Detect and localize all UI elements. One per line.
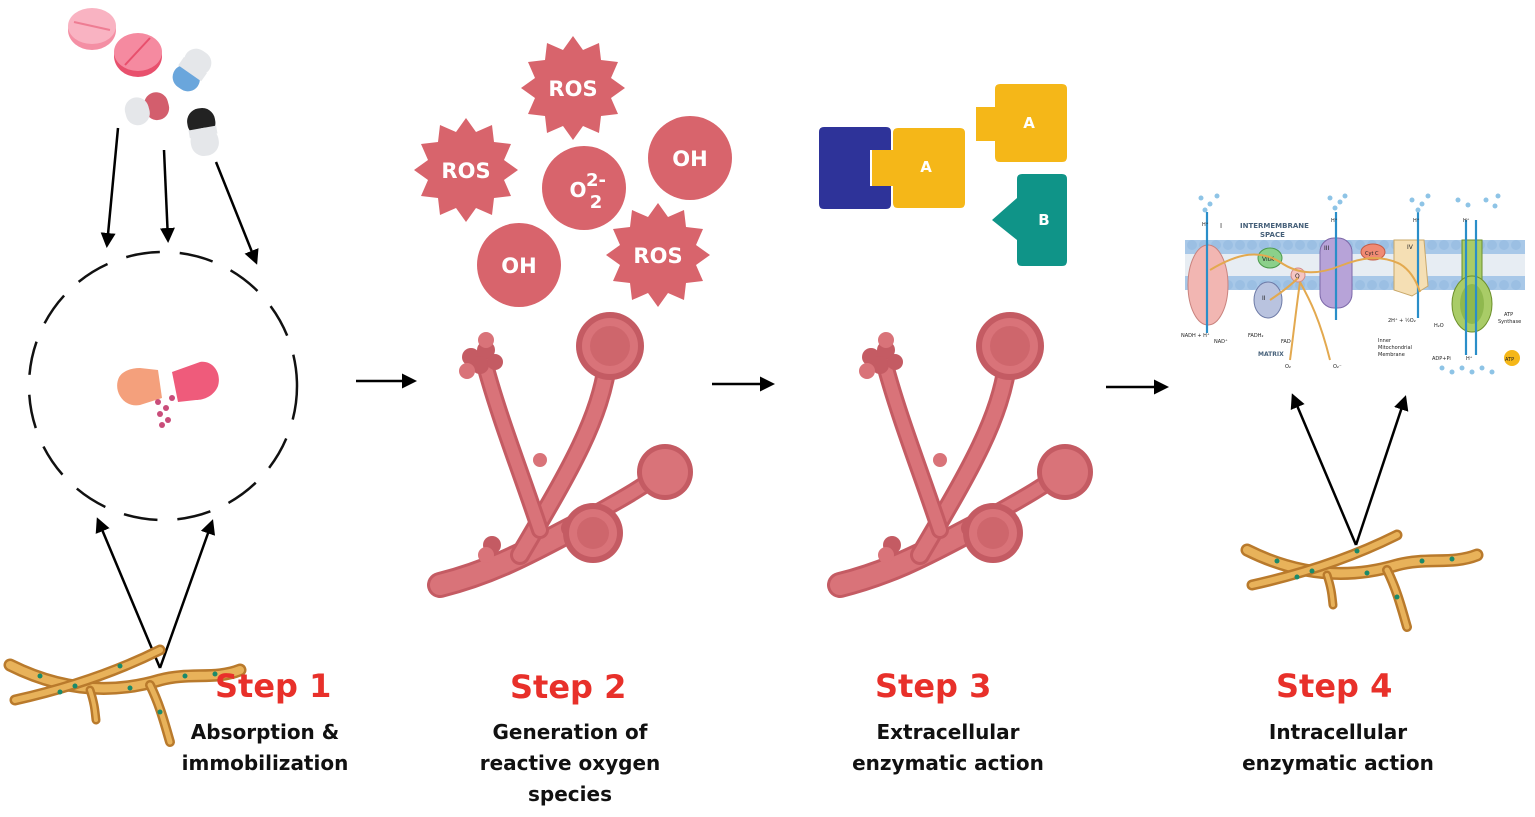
svg-text:2-: 2- <box>586 170 606 191</box>
svg-text:Inner: Inner <box>1378 338 1392 344</box>
svg-text:2H⁺ + ½O₂: 2H⁺ + ½O₂ <box>1388 317 1416 324</box>
step1-title: Step 1 <box>215 667 332 705</box>
svg-text:H⁺: H⁺ <box>1202 222 1209 228</box>
step1-description: Absorption & immobilization <box>181 720 349 775</box>
ros-burst-2: ROS <box>414 118 518 222</box>
svg-text:MATRIX: MATRIX <box>1258 351 1284 358</box>
svg-text:OH: OH <box>672 147 707 171</box>
svg-text:OH: OH <box>501 254 536 278</box>
svg-text:ROS: ROS <box>441 159 490 183</box>
svg-text:O₂: O₂ <box>1285 364 1291 370</box>
svg-text:H⁺: H⁺ <box>1331 218 1338 224</box>
step3-description: Extracellular enzymatic action <box>852 720 1044 775</box>
fungus-icon <box>840 312 1093 585</box>
enzyme-a-bound: A <box>872 128 965 208</box>
enzyme-navy-block <box>819 127 891 209</box>
svg-text:ATP: ATP <box>1505 357 1514 363</box>
svg-text:III: III <box>1324 245 1330 252</box>
enzyme-a-free: A <box>976 84 1067 162</box>
oh-radical-2: OH <box>477 223 561 307</box>
svg-text:INTERMEMBRANE: INTERMEMBRANE <box>1240 222 1309 230</box>
tablet-icon <box>114 33 162 77</box>
svg-text:B: B <box>1038 211 1049 229</box>
svg-text:VitK: VitK <box>1262 256 1275 263</box>
svg-text:A: A <box>920 158 932 176</box>
reactive-species: ROS ROS ROS OH OH O 2- 2 <box>414 36 732 307</box>
tablet-icon <box>68 8 116 50</box>
capsule-icon <box>172 48 212 92</box>
svg-text:I: I <box>1220 222 1222 230</box>
svg-text:O: O <box>569 178 586 202</box>
ros-burst-3: ROS <box>606 203 710 307</box>
svg-text:ROS: ROS <box>633 244 682 268</box>
step4-arrows <box>1290 393 1409 546</box>
capsule-icon <box>124 92 170 126</box>
oh-radical-1: OH <box>648 116 732 200</box>
svg-text:Q: Q <box>1295 273 1300 280</box>
step3-title: Step 3 <box>875 667 992 705</box>
svg-text:2: 2 <box>590 192 603 213</box>
svg-text:Cyt C: Cyt C <box>1365 251 1379 257</box>
svg-text:Mitochondrial: Mitochondrial <box>1378 345 1412 351</box>
svg-text:O₂⁻: O₂⁻ <box>1333 364 1342 370</box>
fungus-icon <box>440 312 693 585</box>
svg-text:Membrane: Membrane <box>1378 352 1405 358</box>
open-capsule-icon <box>117 361 219 428</box>
enzyme-b: B <box>992 174 1067 266</box>
capsule-icon <box>187 107 219 157</box>
step2-description: Generation of reactive oxygen species <box>479 720 661 806</box>
svg-text:ATP: ATP <box>1504 312 1513 318</box>
svg-text:H⁺: H⁺ <box>1463 218 1470 224</box>
fungal-hyphae-icon <box>1247 535 1477 627</box>
svg-text:NAD⁺: NAD⁺ <box>1214 339 1228 345</box>
svg-text:SPACE: SPACE <box>1260 231 1285 239</box>
svg-text:H⁺: H⁺ <box>1413 218 1420 224</box>
svg-text:A: A <box>1023 114 1035 132</box>
superoxide: O 2- 2 <box>542 146 626 230</box>
svg-text:H⁺: H⁺ <box>1466 356 1473 362</box>
svg-text:ROS: ROS <box>548 77 597 101</box>
mitochondrial-membrane-icon: I VitK II Q III Cyt C IV <box>1181 193 1525 375</box>
step1-drugs <box>68 8 219 157</box>
flow-arrows <box>356 373 1169 395</box>
step2-title: Step 2 <box>510 668 627 706</box>
svg-text:NADH + H⁺: NADH + H⁺ <box>1181 333 1210 339</box>
step4-title: Step 4 <box>1276 667 1393 705</box>
svg-text:FADH₂: FADH₂ <box>1248 333 1263 339</box>
svg-text:FAD: FAD <box>1281 339 1291 345</box>
svg-text:ADP+Pi: ADP+Pi <box>1432 356 1451 362</box>
enzymes: A A B <box>819 84 1067 266</box>
svg-text:II: II <box>1262 295 1266 302</box>
ros-burst-1: ROS <box>521 36 625 140</box>
svg-text:IV: IV <box>1407 244 1414 251</box>
step1-arrows <box>95 127 259 669</box>
cell-boundary <box>27 250 299 522</box>
svg-text:Synthase: Synthase <box>1498 319 1521 325</box>
step4-description: Intracellular enzymatic action <box>1242 720 1434 775</box>
svg-text:H₂O: H₂O <box>1434 323 1444 329</box>
